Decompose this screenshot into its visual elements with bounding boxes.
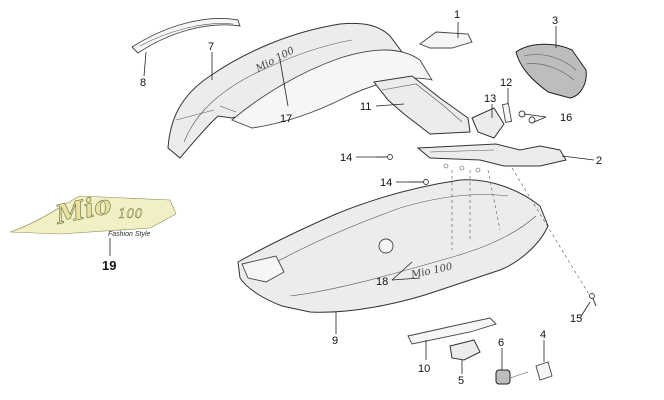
assembly-lines — [451, 167, 591, 297]
part-14-screws — [376, 154, 429, 185]
callout-10: 10 — [418, 363, 430, 375]
callout-8: 8 — [140, 77, 146, 89]
part-15-screw — [589, 293, 597, 307]
callout-18: 18 — [376, 276, 388, 288]
callout-4: 4 — [540, 329, 546, 341]
callout-17: 17 — [280, 113, 292, 125]
part-16-screws — [518, 110, 536, 124]
callout-12: 12 — [500, 77, 512, 89]
callout-6: 6 — [498, 337, 504, 349]
part-12-bolt — [501, 103, 513, 123]
callout-11: 11 — [360, 101, 371, 113]
callout-19: 19 — [102, 258, 116, 273]
callout-7: 7 — [208, 41, 214, 53]
callout-13: 13 — [484, 93, 496, 105]
callout-2: 2 — [596, 155, 602, 167]
callout-15: 15 — [570, 313, 582, 325]
callout-1: 1 — [454, 9, 460, 21]
part-2-front-cover — [416, 143, 567, 173]
part-13-bracket-arm — [471, 107, 505, 139]
part-3-bracket-cover — [515, 43, 587, 99]
callout-14a: 14 — [340, 152, 352, 164]
logo-swoosh — [9, 195, 177, 235]
callout-16: 16 — [560, 112, 572, 124]
callouts: 1 2 3 4 5 6 7 8 9 10 11 12 13 14 14 15 1… — [102, 9, 602, 387]
part-6-lock-cylinder — [495, 369, 529, 385]
part-10-lower-trim — [407, 317, 497, 345]
part-4-latch-bracket — [535, 361, 553, 381]
leader-lines — [109, 22, 595, 374]
part-5-mounting-bracket — [449, 339, 481, 361]
callout-9: 9 — [332, 335, 338, 347]
callout-5: 5 — [458, 375, 464, 387]
part-1-clip — [419, 31, 473, 49]
logo-tagline: Fashion Style — [108, 231, 151, 238]
part-9-lower-body-cover: Mio 100 — [237, 179, 549, 313]
part-8-trim-strip — [131, 18, 241, 54]
callout-14b: 14 — [380, 177, 392, 189]
mio-logo: Mio 100 Fashion Style — [9, 190, 177, 238]
callout-3: 3 — [552, 15, 558, 27]
logo-model: 100 — [118, 207, 143, 222]
